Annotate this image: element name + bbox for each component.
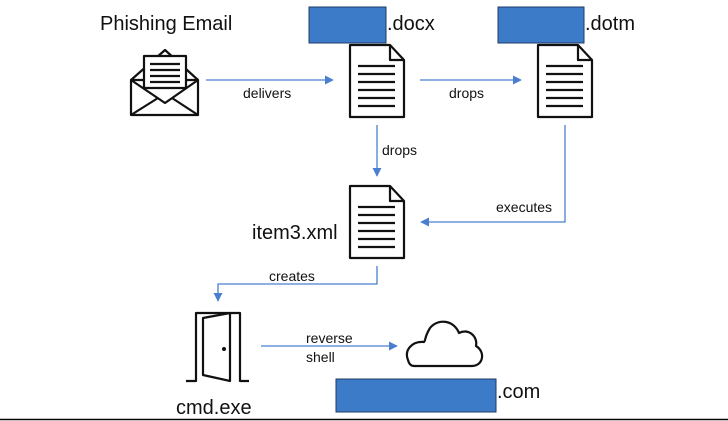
edge-label-drops-item3: drops: [382, 142, 417, 158]
edge-label-drops-dotm: drops: [449, 85, 484, 101]
docx-label: .docx: [387, 13, 435, 35]
dotm-label: .dotm: [585, 13, 635, 35]
redacted-dotm-filename: [497, 6, 585, 44]
item3-label: item3.xml: [252, 222, 338, 244]
redacted-docx-filename: [308, 6, 387, 44]
item3-document-icon: [348, 184, 406, 260]
dotm-document-icon: [536, 43, 594, 119]
cmd-label: cmd.exe: [176, 397, 252, 419]
cloud-icon: [405, 320, 484, 368]
phishing-email-label: Phishing Email: [100, 13, 232, 35]
domain-label: .com: [497, 381, 540, 403]
envelope-icon: [129, 48, 200, 117]
edge-label-shell: shell: [306, 349, 335, 365]
arrow-creates: [213, 266, 378, 302]
edge-label-executes: executes: [496, 199, 552, 215]
edge-label-reverse: reverse: [306, 330, 353, 346]
arrow-executes: [420, 125, 566, 227]
open-door-icon: [186, 311, 249, 383]
edge-label-creates: creates: [269, 268, 315, 284]
redacted-domain: [335, 378, 497, 413]
docx-document-icon: [348, 43, 406, 119]
edge-label-delivers: delivers: [243, 85, 291, 101]
